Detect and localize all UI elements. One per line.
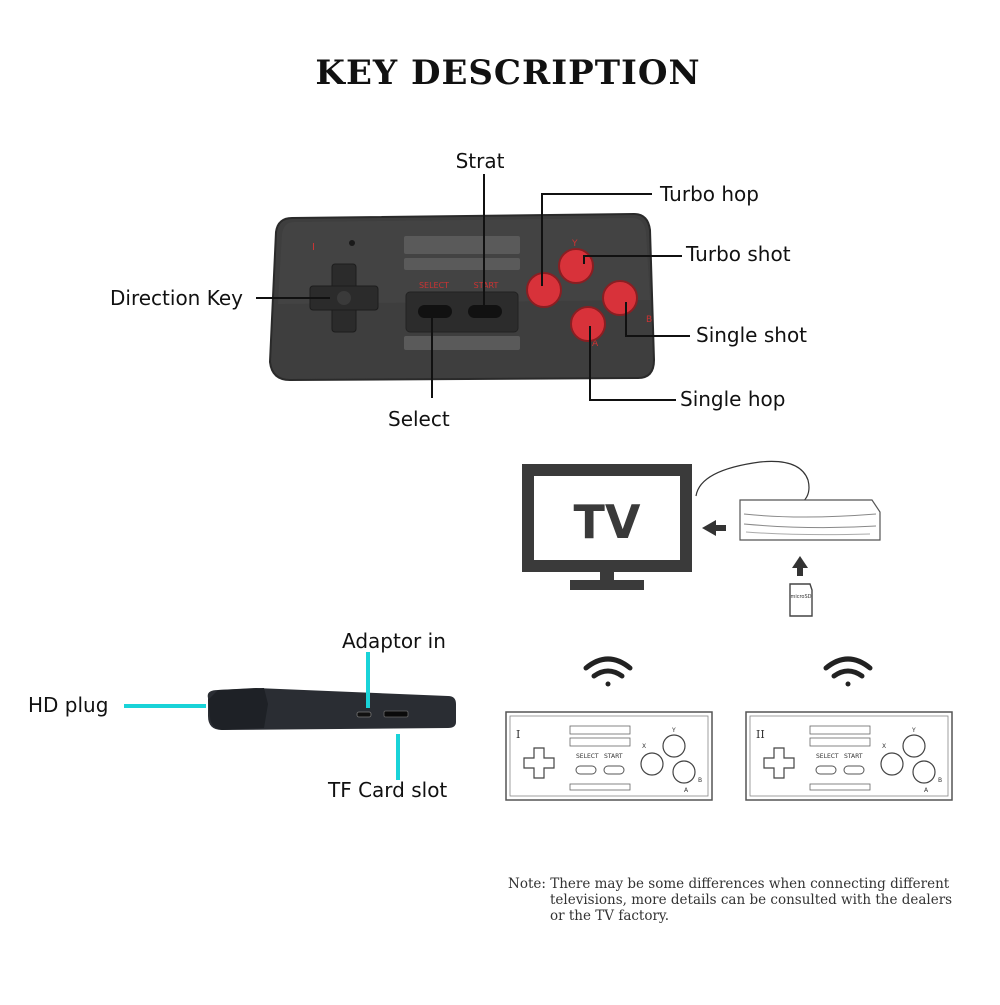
pad-start-marking: START [604, 753, 623, 760]
note-line-1: Note: There may be some differences when… [508, 876, 950, 892]
note-text: Note: There may be some differences when… [508, 876, 952, 924]
strat-label: Strat [456, 149, 505, 173]
single-hop-button[interactable] [571, 307, 605, 341]
decor-stripe [404, 236, 520, 254]
page-title: KEY DESCRIPTION [315, 53, 700, 93]
pad-number: II [756, 728, 765, 741]
direction-key-label: Direction Key [110, 286, 243, 310]
led-indicator-icon [349, 240, 355, 246]
tv-icon: TV [528, 470, 686, 590]
pad-b-marking: B [698, 777, 702, 784]
game-stick-sketch [740, 500, 880, 540]
hd-plug-label: HD plug [28, 693, 108, 717]
select-marking: SELECT [419, 281, 449, 290]
player-number-label: I [312, 242, 315, 253]
game-stick-photo [208, 688, 456, 730]
pad-select-marking: SELECT [816, 753, 839, 760]
decor-stripe [404, 336, 520, 350]
arrow-up-icon [792, 556, 808, 568]
note-line-2: televisions, more details can be consult… [550, 892, 952, 908]
sd-card-text: microSD [790, 594, 811, 600]
single-shot-button[interactable] [603, 281, 637, 315]
note-line-3: or the TV factory. [550, 908, 669, 924]
pad-x-marking: X [882, 743, 886, 750]
cable-line [696, 461, 809, 504]
tf-card-slot-label: TF Card slot [327, 778, 447, 802]
tf-card-slot [384, 711, 408, 717]
pad-x-marking: X [642, 743, 646, 750]
controller-sketch-player-2: II SELECT START X Y B A [746, 712, 952, 800]
y-marking: Y [571, 239, 578, 249]
arrow-up-shaft [797, 568, 803, 576]
turbo-hop-label: Turbo hop [659, 182, 759, 206]
pad-select-marking: SELECT [576, 753, 599, 760]
wifi-icon [586, 659, 630, 687]
b-marking: B [646, 315, 652, 325]
arrow-left-icon [702, 520, 716, 536]
start-marking: START [474, 281, 499, 290]
turbo-hop-button[interactable] [527, 273, 561, 307]
select-button[interactable] [418, 305, 452, 318]
pad-b-marking: B [938, 777, 942, 784]
single-shot-label: Single shot [696, 323, 807, 347]
adaptor-port [357, 712, 371, 717]
arrow-left-shaft [716, 525, 726, 531]
sd-card-icon: microSD [790, 584, 812, 616]
adaptor-in-label: Adaptor in [342, 629, 446, 653]
single-hop-label: Single hop [680, 387, 785, 411]
select-label: Select [388, 407, 450, 431]
pad-y-marking: Y [671, 727, 676, 734]
pad-number: I [516, 728, 520, 741]
pad-y-marking: Y [911, 727, 916, 734]
controller-sketch-player-1: I SELECT START X Y B A [506, 712, 712, 800]
tv-text: TV [574, 495, 641, 549]
decor-stripe [404, 258, 520, 270]
wifi-icon [826, 659, 870, 687]
turbo-shot-button[interactable] [559, 249, 593, 283]
turbo-shot-label: Turbo shot [685, 242, 791, 266]
pad-start-marking: START [844, 753, 863, 760]
